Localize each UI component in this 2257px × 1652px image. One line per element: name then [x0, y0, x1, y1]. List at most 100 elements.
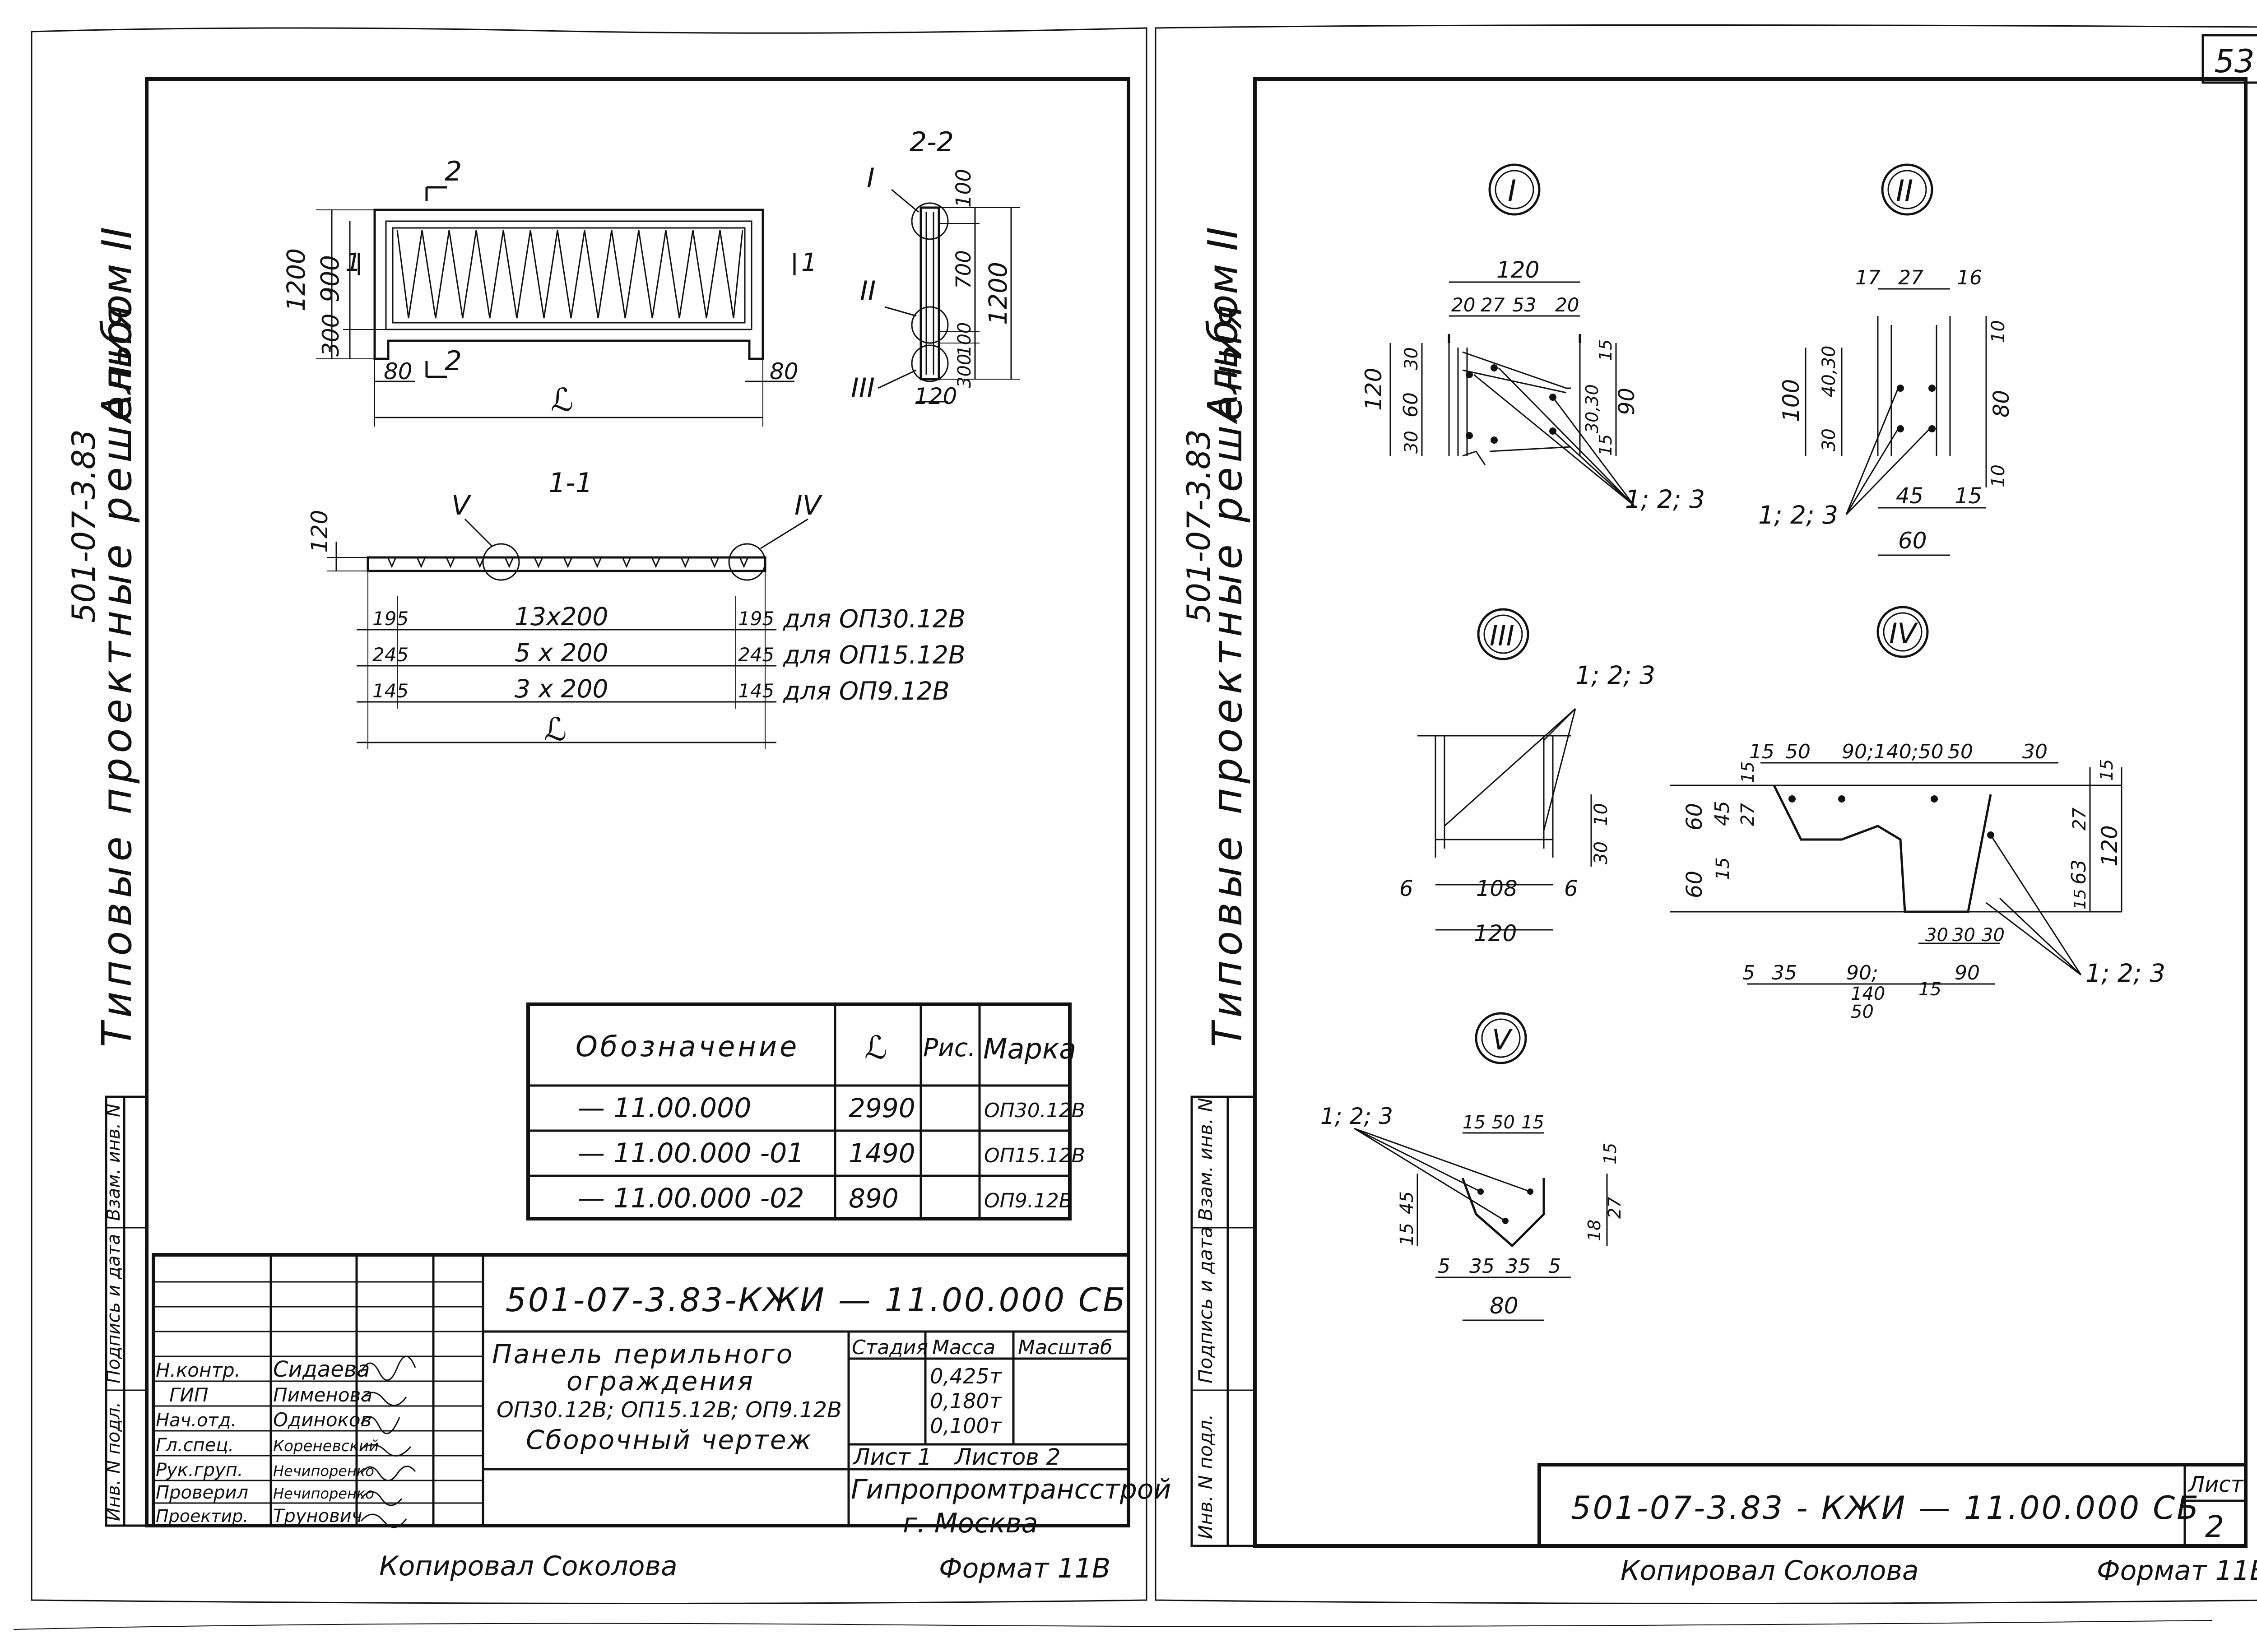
right-side-series: Альбом II — [1199, 227, 1247, 424]
detail-II-rebar: 1; 2; 3 — [1758, 501, 1838, 529]
dim-elev-L: ℒ — [551, 381, 573, 418]
detail-III-108: 108 — [1476, 876, 1518, 901]
detail-I-r15: 15 — [1596, 339, 1616, 361]
role-4: Гл.спец. — [156, 1435, 234, 1456]
detail-IV-b15: 15 — [1918, 979, 1941, 1000]
left-side-series: Альбом II — [93, 227, 141, 424]
detail-IV-l60a: 60 — [1682, 803, 1707, 831]
spacing-row-3-right: 145 — [738, 680, 774, 702]
detail-IV-r63: 63 — [2067, 859, 2090, 885]
title-block-scale-label: Масштаб — [1018, 1336, 1112, 1359]
role-6: Проверил — [156, 1482, 248, 1503]
detail-V-b35b: 35 — [1505, 1255, 1531, 1278]
section-2-2: 2-2 I II III 100 700 100 300 1200 — [851, 126, 1020, 409]
sheet-number: 53 — [2214, 43, 2254, 80]
callout-22-II: II — [860, 275, 876, 307]
detail-II-r10: 10 — [1988, 320, 2009, 343]
detail-IV-b30a: 30 — [1925, 925, 1948, 946]
spec-table: Обозначение ℒ Рис. Марка — 11.00.000 299… — [526, 1002, 1085, 1220]
section-mark-top: 2 — [445, 156, 462, 187]
spacing-row-1-mid: 13x200 — [515, 602, 608, 631]
detail-IV-r15b: 15 — [2071, 889, 2090, 910]
spacing-row-3-left: 145 — [372, 680, 409, 702]
spacing-row-1-label: для ОП30.12В — [783, 604, 966, 633]
left-side-title: Типовые проектные решения — [93, 301, 141, 1047]
title-block-name-3: ОП30.12В; ОП15.12В; ОП9.12В — [497, 1397, 842, 1423]
detail-III-30: 30 — [1591, 841, 1611, 864]
detail-II-30: 30 — [1819, 428, 1839, 451]
title-block-mass-3: 0,100т — [930, 1414, 1002, 1438]
spec-row-2-designation: — 11.00.000 -01 — [578, 1137, 804, 1169]
spec-row-1-L: 2990 — [849, 1093, 915, 1123]
spacing-row-2-right: 245 — [738, 644, 774, 666]
detail-IV-rebar: 1; 2; 3 — [2085, 959, 2165, 988]
right-copied: Копировал Соколова — [1621, 1555, 1919, 1587]
section-11-title: 1-1 — [548, 467, 593, 499]
title-block-stage-label: Стадия — [852, 1336, 928, 1359]
detail-IV-b90: 90 — [1955, 961, 1980, 984]
spec-row-3-designation: — 11.00.000 -02 — [578, 1183, 804, 1214]
dim-22-300: 300 — [954, 354, 975, 388]
panel-elevation: 2 2 1 1 1200 900 300 80 80 ℒ — [282, 156, 817, 427]
detail-IV-b50: 50 — [1851, 1002, 1874, 1022]
detail-IV-l60b: 60 — [1682, 871, 1707, 898]
title-block-name-1: Панель перильного — [492, 1339, 794, 1369]
signature-scribbles — [360, 1355, 416, 1528]
title-block-mass-2: 0,180т — [930, 1389, 1002, 1413]
spec-header-L: ℒ — [864, 1029, 887, 1066]
dim-22-100: 100 — [952, 169, 975, 208]
detail-II-r10b: 10 — [1988, 464, 2009, 487]
spec-header-designation: Обозначение — [576, 1030, 799, 1063]
role-5-name: Нечипоренко — [273, 1462, 374, 1480]
title-block-sheet: Лист 1 — [852, 1444, 932, 1470]
detail-I-r90: 90 — [1614, 388, 1639, 415]
detail-III-6b: 6 — [1564, 876, 1578, 901]
detail-IV-top-5: 30 — [2022, 740, 2048, 763]
detail-III-6a: 6 — [1399, 876, 1413, 901]
detail-II-17: 17 — [1855, 266, 1881, 289]
detail-V-t15a: 15 — [1463, 1112, 1486, 1133]
spacing-row-2-mid: 5 x 200 — [515, 638, 608, 667]
detail-IV-r15: 15 — [2097, 759, 2117, 781]
right-sheet-no: 2 — [2205, 1509, 2224, 1544]
detail-IV-top-3: 90;140;50 — [1842, 740, 1944, 763]
detail-V-l15: 15 — [1397, 1223, 1417, 1246]
section-22-title: 2-2 — [910, 126, 954, 158]
right-stamp-zam: Взам. инв. N — [1194, 1098, 1217, 1221]
detail-III: III 6 108 6 120 10 30 1; 2; 3 — [1399, 608, 1655, 947]
role-1-name: Сидаева — [273, 1357, 370, 1382]
detail-I-v30: 30 — [1401, 347, 1422, 370]
role-7-name: Трунович — [273, 1506, 362, 1527]
title-block-name-2: ограждения — [567, 1366, 755, 1397]
detail-I-20b: 20 — [1555, 294, 1579, 316]
spec-row-2-mark: ОП15.12В — [984, 1144, 1085, 1167]
detail-IV-b35: 35 — [1772, 961, 1797, 984]
left-copied: Копировал Соколова — [379, 1550, 678, 1582]
left-sheet: Альбом II 501-07-3.83 Типовые проектные … — [65, 77, 1171, 1584]
detail-IV-l15a: 15 — [1738, 761, 1758, 783]
detail-I-120: 120 — [1496, 257, 1539, 283]
detail-IV-l27: 27 — [1737, 803, 1758, 826]
dim-elev-80-right: 80 — [770, 358, 799, 385]
detail-II: II 17 27 16 100 40,30 30 10 80 10 45 15 … — [1758, 163, 2014, 556]
detail-I-r15b: 15 — [1596, 434, 1616, 456]
detail-IV-b30b: 30 — [1952, 925, 1975, 946]
detail-V-title: V — [1492, 1023, 1513, 1056]
detail-I-v120: 120 — [1361, 368, 1387, 411]
left-side-code: 501-07-3.83 — [65, 429, 102, 623]
right-sheet-label: Лист — [2187, 1472, 2244, 1497]
dim-22-100b: 100 — [954, 322, 975, 357]
section-1-1: 1-1 V IV 120 195 13x200 195 для — [307, 467, 966, 749]
dim-22-120: 120 — [914, 383, 957, 409]
detail-IV: IV 15 50 90;140;50 50 30 60 45 27 15 60 … — [1670, 606, 2165, 1022]
dim-elev-1200: 1200 — [282, 248, 311, 311]
dim-elev-300: 300 — [318, 314, 344, 357]
detail-V-t15b: 15 — [1521, 1112, 1544, 1133]
detail-IV-b5: 5 — [1742, 961, 1755, 984]
detail-IV-top-2: 50 — [1785, 740, 1811, 763]
left-stamp-zam: Взам. инв. N — [103, 1104, 124, 1221]
role-3-name: Одиноков — [273, 1409, 372, 1431]
spacing-row-1-right: 195 — [738, 608, 774, 630]
detail-II-r80: 80 — [1989, 390, 2014, 418]
